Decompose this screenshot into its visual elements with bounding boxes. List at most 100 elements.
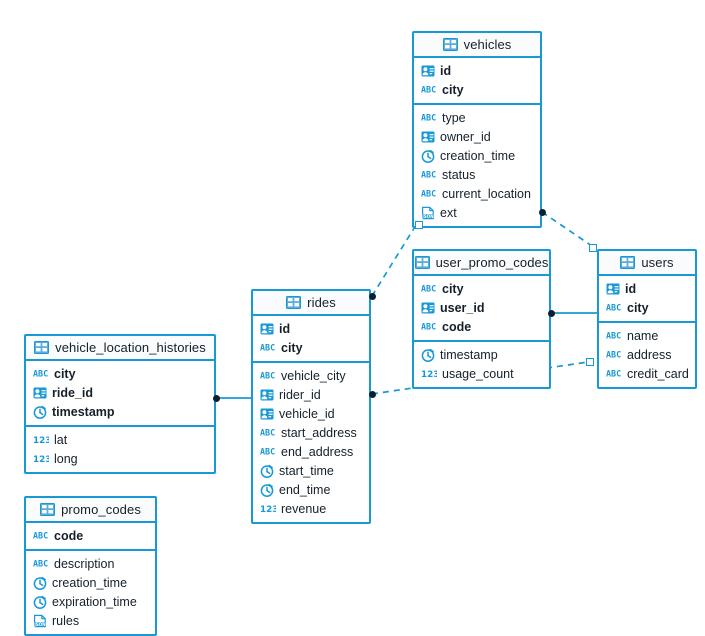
clock-icon: [260, 464, 274, 478]
person-card-icon: [260, 389, 274, 401]
column-name: rules: [52, 613, 80, 628]
column-row[interactable]: ABC status: [414, 165, 540, 184]
clock-icon: [33, 595, 47, 609]
123-number-icon: 123: [421, 368, 437, 379]
table-name: vehicles: [463, 37, 512, 52]
table-grid-icon: [414, 256, 430, 269]
column-row[interactable]: timestamp: [414, 345, 549, 364]
abc-text-icon: ABC: [606, 330, 622, 341]
svg-text:ABC: ABC: [421, 170, 436, 180]
edge-endpoint-dot: [212, 394, 220, 402]
abc-text-icon: ABC: [421, 112, 437, 123]
json-document-icon: JSON: [421, 206, 435, 220]
column-name: city: [442, 281, 464, 296]
column-row[interactable]: id: [414, 61, 540, 80]
abc-text-icon: ABC: [421, 84, 437, 95]
column-row[interactable]: ride_id: [26, 383, 214, 402]
column-name: id: [625, 281, 637, 296]
column-row[interactable]: expiration_time: [26, 592, 155, 611]
column-row[interactable]: start_time: [253, 461, 369, 480]
column-row[interactable]: id: [253, 319, 369, 338]
column-name: expiration_time: [52, 594, 137, 609]
table-name: users: [641, 255, 674, 270]
column-row[interactable]: user_id: [414, 298, 549, 317]
column-name: status: [442, 167, 476, 182]
clock-icon: [421, 149, 435, 163]
person-card-icon: [421, 65, 435, 77]
column-row[interactable]: timestamp: [26, 402, 214, 421]
column-row[interactable]: ABC address: [599, 345, 695, 364]
svg-text:JSON: JSON: [421, 214, 434, 219]
svg-text:ABC: ABC: [260, 371, 275, 381]
table-name: user_promo_codes: [435, 255, 549, 270]
abc-text-icon: ABC: [260, 370, 276, 381]
column-row[interactable]: rider_id: [253, 385, 369, 404]
svg-text:ABC: ABC: [606, 350, 621, 360]
column-name: timestamp: [440, 347, 498, 362]
column-row[interactable]: vehicle_id: [253, 404, 369, 423]
column-row[interactable]: ABC credit_card: [599, 364, 695, 383]
column-row[interactable]: creation_time: [414, 146, 540, 165]
table-header[interactable]: vehicle_location_histories: [26, 336, 214, 361]
column-row[interactable]: creation_time: [26, 573, 155, 592]
svg-text:123: 123: [421, 370, 437, 379]
column-row[interactable]: end_time: [253, 480, 369, 499]
column-name: address: [627, 347, 672, 362]
column-name: code: [442, 319, 472, 334]
svg-text:ABC: ABC: [33, 369, 48, 379]
column-name: vehicle_city: [281, 368, 346, 383]
table-header[interactable]: rides: [253, 291, 369, 316]
column-row[interactable]: id: [599, 279, 695, 298]
svg-text:123: 123: [260, 505, 276, 514]
relationship-vehicles-to-users: [541, 211, 593, 247]
table-header[interactable]: promo_codes: [26, 498, 155, 523]
column-name: code: [54, 528, 84, 543]
svg-text:ABC: ABC: [33, 559, 48, 569]
svg-text:ABC: ABC: [606, 369, 621, 379]
table-header[interactable]: users: [599, 251, 695, 276]
person-card-icon: [421, 302, 435, 314]
column-name: lat: [54, 432, 68, 447]
table-header[interactable]: user_promo_codes: [414, 251, 549, 276]
table-header[interactable]: vehicles: [414, 33, 540, 58]
column-row[interactable]: owner_id: [414, 127, 540, 146]
abc-text-icon: ABC: [33, 368, 49, 379]
abc-text-icon: ABC: [606, 368, 622, 379]
svg-text:ABC: ABC: [260, 447, 275, 457]
123-number-icon: 123: [260, 503, 276, 514]
column-row[interactable]: ABC vehicle_city: [253, 366, 369, 385]
column-name: credit_card: [627, 366, 689, 381]
